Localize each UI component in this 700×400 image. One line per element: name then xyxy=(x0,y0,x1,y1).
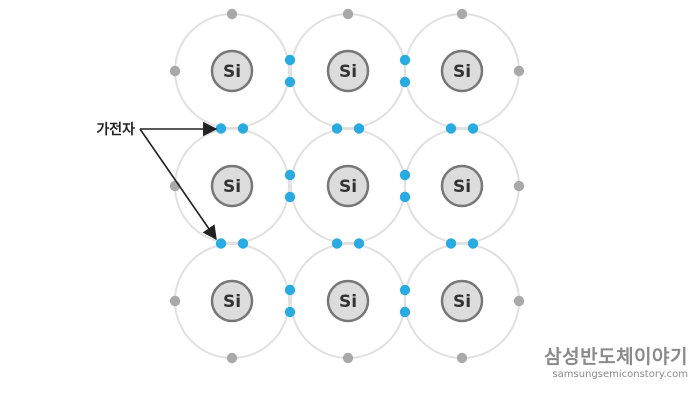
bond-electron xyxy=(399,284,411,296)
silicon-atom-label: Si xyxy=(453,292,471,312)
valence-electron-label: 가전자 xyxy=(96,121,135,138)
silicon-nucleus xyxy=(326,49,370,93)
bond-electron xyxy=(284,169,296,181)
silicon-nucleus xyxy=(440,49,484,93)
silicon-nucleus xyxy=(440,279,484,323)
bond-electron xyxy=(399,306,411,318)
lone-electron xyxy=(342,8,354,20)
silicon-nucleus xyxy=(210,279,254,323)
bond-electron xyxy=(284,54,296,66)
bond-electron xyxy=(215,238,227,249)
silicon-nucleus xyxy=(210,164,254,208)
bond-electron xyxy=(399,169,411,181)
lone-electron xyxy=(456,352,468,364)
lone-electron xyxy=(513,180,525,192)
bond-electron xyxy=(331,123,343,134)
silicon-nucleus xyxy=(326,164,370,208)
bond-electron xyxy=(284,284,296,296)
lone-electron xyxy=(226,352,238,364)
lone-electron xyxy=(169,295,181,307)
bond-electron xyxy=(399,191,411,203)
brand-watermark: 삼성반도체이야기 samsungsemiconstory.com xyxy=(544,346,688,382)
silicon-atom-label: Si xyxy=(223,177,241,197)
bond-electron xyxy=(467,238,479,249)
bond-electron xyxy=(284,306,296,318)
bond-electron xyxy=(331,238,343,249)
bond-electron xyxy=(237,238,249,249)
bond-electron xyxy=(353,123,365,134)
lone-electron xyxy=(513,295,525,307)
bond-electron xyxy=(284,76,296,88)
silicon-atom-label: Si xyxy=(339,177,357,197)
valence-electron-callout: 가전자 xyxy=(96,121,218,241)
bond-electron xyxy=(237,123,249,134)
electrons xyxy=(169,8,525,364)
silicon-nucleus xyxy=(326,279,370,323)
silicon-nucleus xyxy=(440,164,484,208)
bond-electron xyxy=(284,191,296,203)
silicon-atom-label: Si xyxy=(339,62,357,82)
bond-electron xyxy=(467,123,479,134)
silicon-atom-label: Si xyxy=(453,62,471,82)
silicon-atom-label: Si xyxy=(453,177,471,197)
silicon-atom-label: Si xyxy=(339,292,357,312)
silicon-atom-label: Si xyxy=(223,292,241,312)
lone-electron xyxy=(513,65,525,77)
brand-url: samsungsemiconstory.com xyxy=(552,369,688,380)
silicon-atom-label: Si xyxy=(223,62,241,82)
bond-electron xyxy=(399,76,411,88)
lone-electron xyxy=(456,8,468,20)
bond-electron xyxy=(399,54,411,66)
brand-name: 삼성반도체이야기 xyxy=(544,346,688,368)
bond-electron xyxy=(215,123,227,134)
silicon-nucleus xyxy=(210,49,254,93)
lone-electron xyxy=(169,65,181,77)
bond-electron xyxy=(445,123,457,134)
lone-electron xyxy=(226,8,238,20)
bond-electron xyxy=(353,238,365,249)
callout-arrow-lower xyxy=(139,128,217,241)
lone-electron xyxy=(342,352,354,364)
bond-electron xyxy=(445,238,457,249)
